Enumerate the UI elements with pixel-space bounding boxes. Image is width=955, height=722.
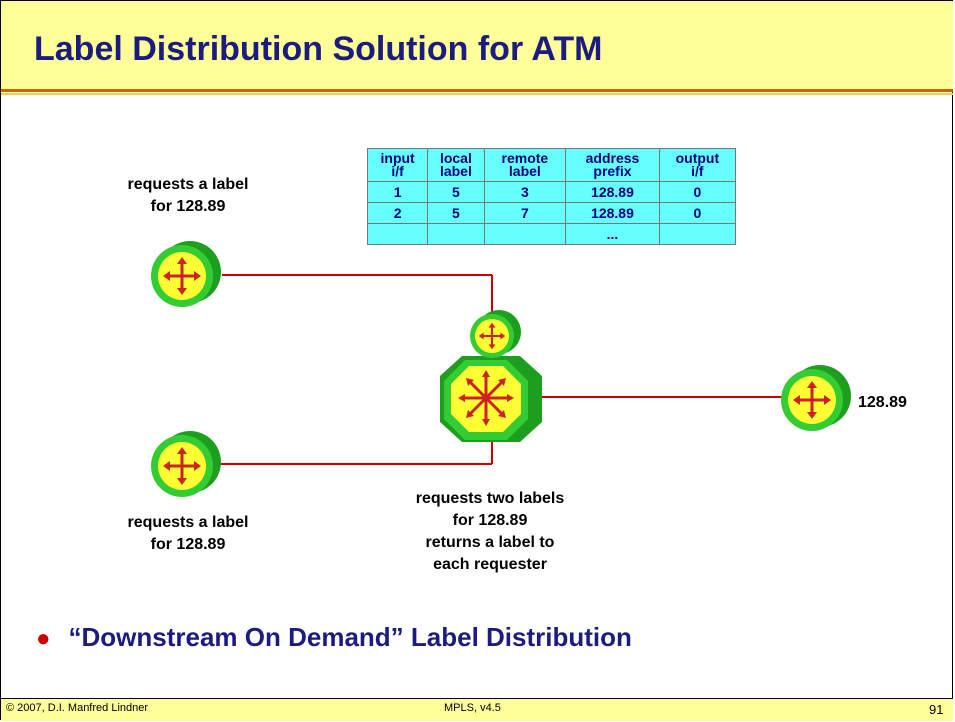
footer-bar — [1, 698, 953, 721]
table-cell: 128.89 — [565, 181, 660, 203]
table-cell: 0 — [658, 202, 737, 224]
table-row: 2 5 7 128.89 0 — [366, 202, 737, 224]
router-icon — [151, 431, 221, 497]
footer-course: MPLS, v4.5 — [444, 702, 501, 714]
router-icon — [781, 365, 851, 431]
table-cell — [658, 223, 737, 245]
bullet-text: “Downstream On Demand” Label Distributio… — [68, 622, 632, 652]
bullet-icon: ● — [36, 625, 51, 652]
table-cell: 5 — [427, 181, 485, 203]
table-cell — [483, 223, 567, 245]
table-cell: 128.89 — [565, 202, 660, 224]
table-cell: 7 — [483, 202, 567, 224]
title-divider — [1, 89, 953, 92]
table-cell: 1 — [366, 181, 429, 203]
table-cell: 2 — [366, 202, 429, 224]
table-cell: 3 — [483, 181, 567, 203]
page-number: 91 — [929, 702, 944, 717]
table-cell: 0 — [658, 181, 737, 203]
table-cell — [366, 223, 429, 245]
table-cell: 5 — [427, 202, 485, 224]
table-cell: ... — [565, 223, 660, 245]
router-icon — [470, 310, 521, 358]
table-row: ... — [366, 223, 737, 245]
label-destination-prefix: 128.89 — [858, 394, 907, 411]
footer-copyright: © 2007, D.I. Manfred Lindner — [6, 702, 149, 714]
label-bottom-left: requests a label for 128.89 — [127, 514, 249, 553]
label-center-switch: requests two labels for 128.89 returns a… — [415, 490, 565, 573]
label-top-left: requests a label for 128.89 — [127, 176, 249, 215]
table-row: 1 5 3 128.89 0 — [366, 181, 737, 203]
table-cell — [427, 223, 485, 245]
title-bar — [1, 1, 953, 89]
title-divider-accent — [1, 93, 953, 95]
atm-switch-icon — [440, 356, 542, 442]
router-icon — [151, 241, 221, 307]
slide-title: Label Distribution Solution for ATM — [34, 30, 603, 68]
bullet-point: ● “Downstream On Demand” Label Distributi… — [36, 622, 632, 653]
